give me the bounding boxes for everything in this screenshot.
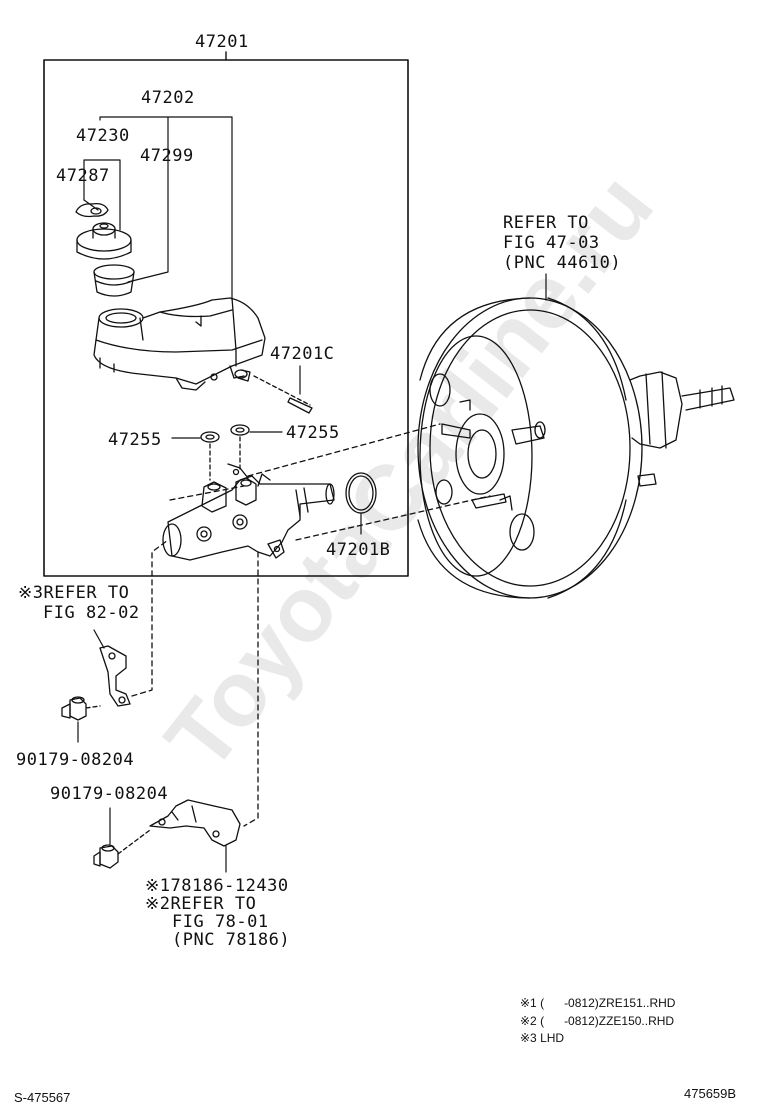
strainer-47299 [93, 264, 135, 297]
part-label-47201: 47201 [195, 32, 249, 52]
grommet-left [200, 431, 220, 443]
nut-1 [61, 696, 87, 721]
reservoir-cap [76, 222, 132, 260]
note-2: ※2 ( -0812)ZZE150..RHD [520, 1014, 675, 1028]
part-label-47255-left: 47255 [108, 430, 162, 450]
booster-ref-line1: REFER TO [503, 213, 589, 233]
bracket-lhd [99, 645, 131, 707]
o-ring-47201B [345, 472, 377, 514]
part-label-47287: 47287 [56, 166, 110, 186]
part-label-47230: 47230 [76, 126, 130, 146]
bracket2-ref-line1: ※2REFER TO [145, 894, 257, 914]
leader-47230 [83, 159, 121, 231]
part-label-47202: 47202 [141, 88, 195, 108]
grommet-right [230, 424, 250, 436]
bracket2-ref-line3: (PNC 78186) [172, 930, 291, 950]
booster-ref-line3: (PNC 44610) [503, 253, 622, 273]
part-label-90179-a: 90179-08204 [16, 750, 135, 770]
reservoir-tank [93, 297, 266, 391]
nut-2 [93, 844, 119, 869]
bracket2-ref-line2: FIG 78-01 [172, 912, 269, 932]
leader-47202 [99, 116, 233, 301]
note-3: ※3 LHD [520, 1031, 565, 1045]
bracket3-ref-line1: ※3REFER TO [18, 583, 130, 603]
pin-47201C [234, 369, 313, 414]
part-label-47201C: 47201C [270, 344, 335, 364]
part-label-90179-b: 90179-08204 [50, 784, 169, 804]
bracket3-ref-line2: FIG 82-02 [43, 603, 140, 623]
footer-right-code: 475659B [684, 1086, 737, 1101]
clip-47287 [75, 202, 109, 218]
note-1: ※1 ( -0812)ZRE151..RHD [520, 996, 676, 1010]
part-label-47255-right: 47255 [286, 423, 340, 443]
bracket2-part-label: ※178186-12430 [145, 876, 289, 896]
booster-ref-line2: FIG 47-03 [503, 233, 600, 253]
part-label-47201B: 47201B [326, 540, 391, 560]
brake-booster [417, 297, 735, 599]
part-label-47299: 47299 [140, 146, 194, 166]
footer-left-code: S-475567 [14, 1090, 71, 1105]
master-cylinder [162, 463, 335, 561]
bracket-rhd [149, 799, 241, 847]
